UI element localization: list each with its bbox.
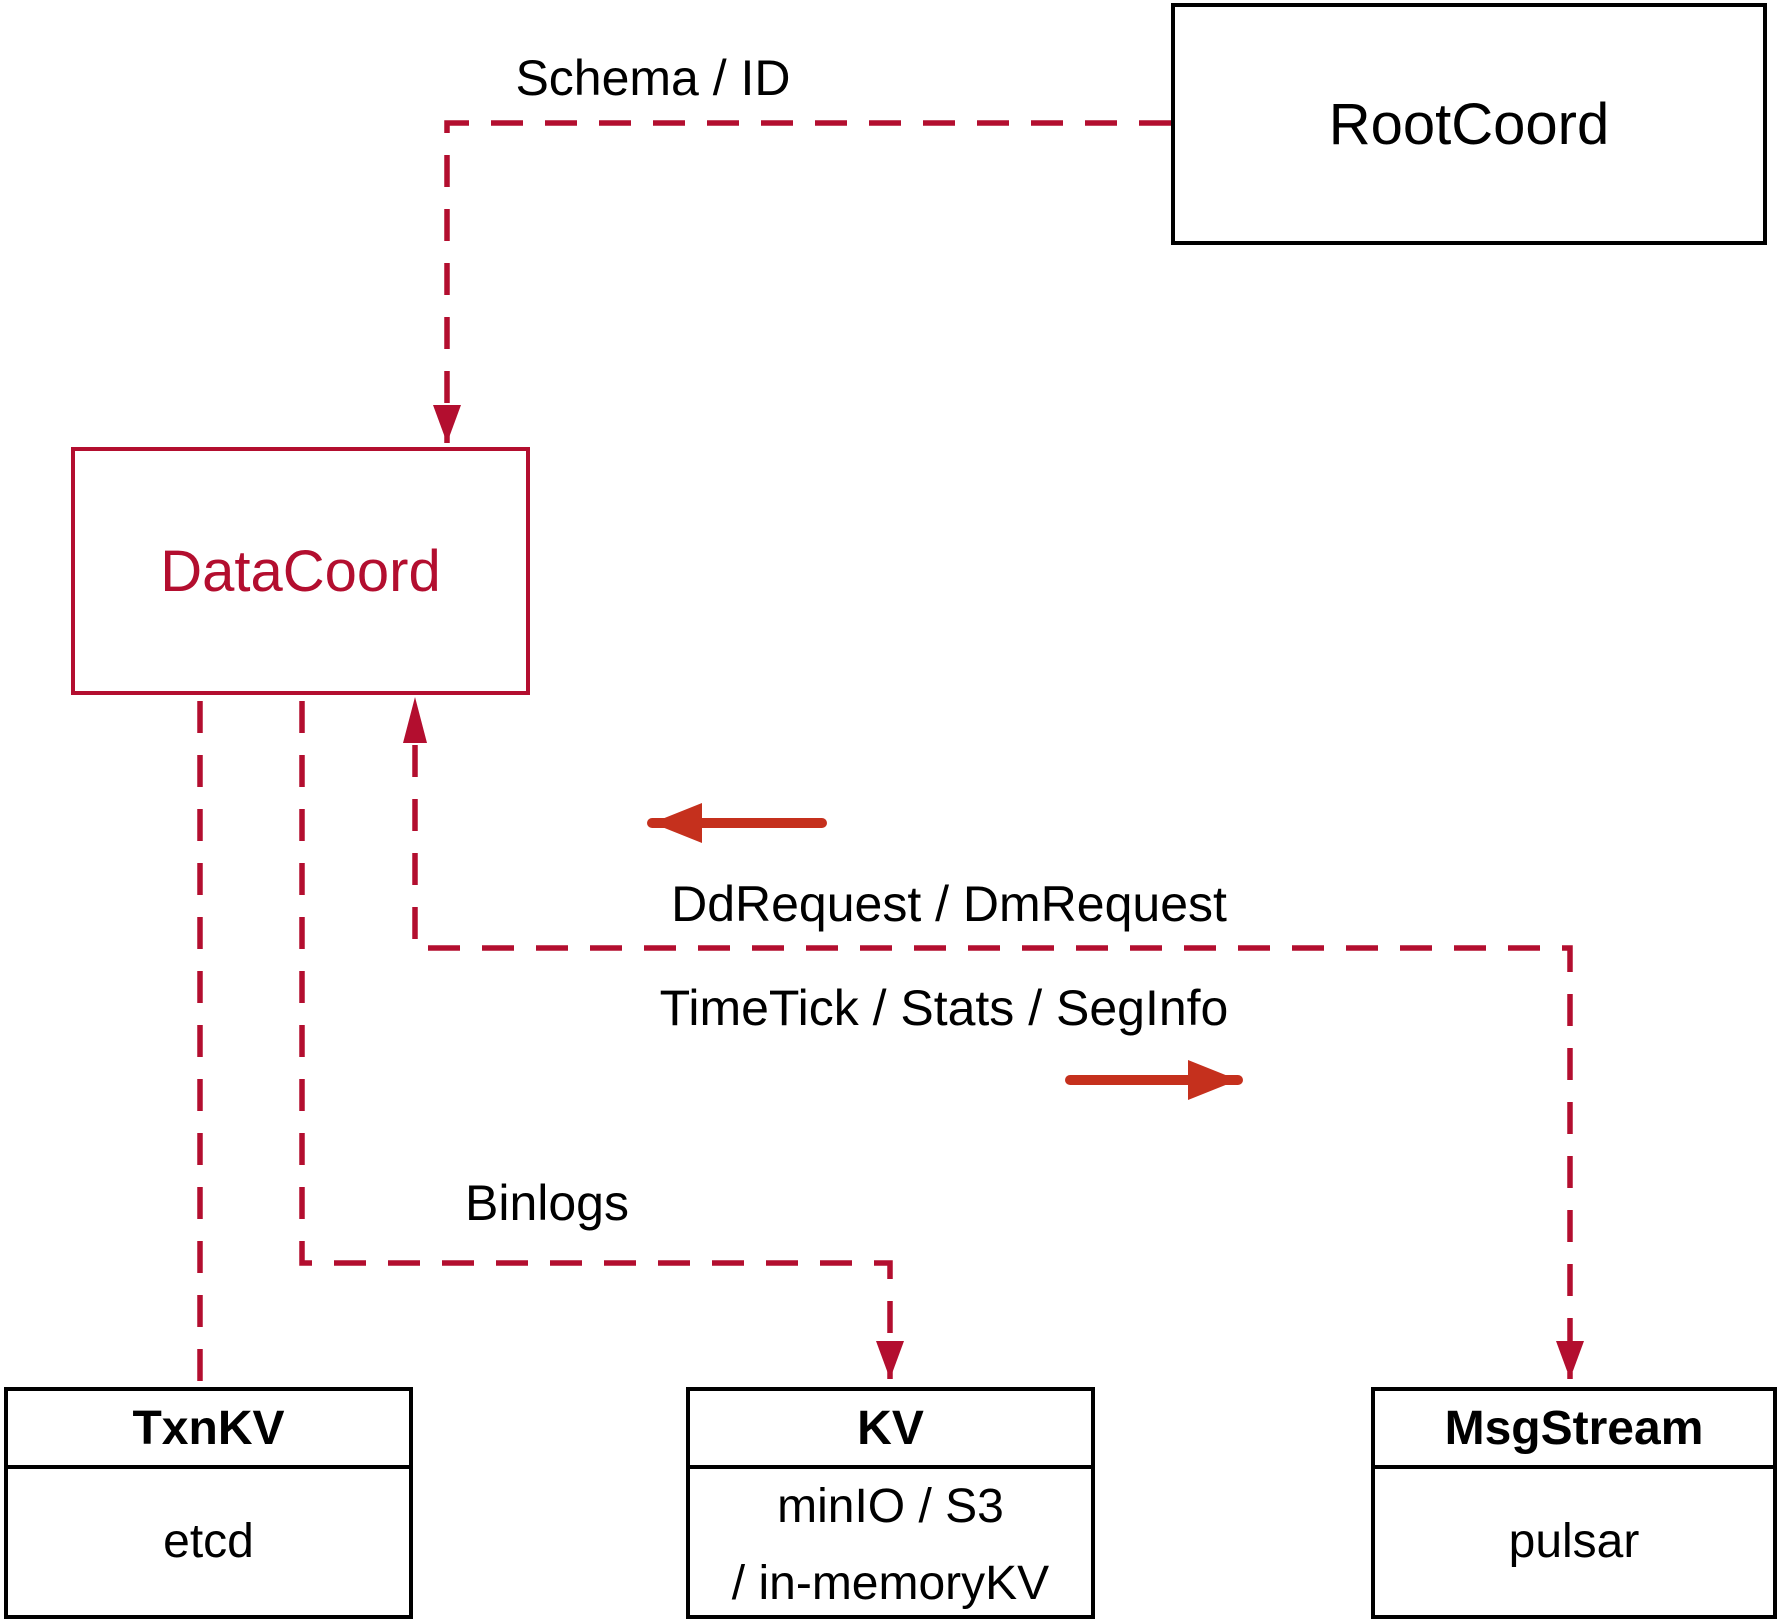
- edge-datacoord-to-msgstream: [412, 745, 1584, 1379]
- kv-impl-line1: minIO / S3: [777, 1480, 1004, 1533]
- datacoord-node: DataCoord: [71, 447, 530, 695]
- msgstream-node: MsgStream pulsar: [1371, 1387, 1777, 1619]
- msgstream-title: MsgStream: [1375, 1391, 1773, 1469]
- edge-label-ddrequest-dmrequest: DdRequest / DmRequest: [671, 876, 1227, 932]
- rootcoord-node: RootCoord: [1171, 3, 1767, 245]
- edge-label-timetick-stats-seginfo: TimeTick / Stats / SegInfo: [659, 980, 1229, 1036]
- txnkv-impl-text: etcd: [163, 1514, 254, 1568]
- txnkv-impl: etcd: [8, 1469, 409, 1615]
- edge-datacoord-to-kv: [299, 701, 904, 1379]
- rootcoord-label: RootCoord: [1328, 91, 1610, 157]
- up-arrowhead-into-datacoord: [403, 697, 427, 743]
- edge-rootcoord-to-datacoord: [433, 120, 1171, 443]
- datacoord-label: DataCoord: [160, 538, 441, 604]
- msgstream-impl: pulsar: [1375, 1469, 1773, 1615]
- kv-node: KV minIO / S3 / in-memoryKV: [686, 1387, 1095, 1619]
- txnkv-node: TxnKV etcd: [4, 1387, 413, 1619]
- kv-impl: minIO / S3 / in-memoryKV: [690, 1469, 1091, 1623]
- edge-label-binlogs: Binlogs: [465, 1175, 629, 1231]
- txnkv-title: TxnKV: [8, 1391, 409, 1469]
- edge-label-schema-id: Schema / ID: [515, 50, 791, 106]
- msgstream-impl-text: pulsar: [1508, 1514, 1640, 1568]
- kv-title: KV: [690, 1391, 1091, 1469]
- kv-impl-line2: / in-memoryKV: [731, 1556, 1050, 1610]
